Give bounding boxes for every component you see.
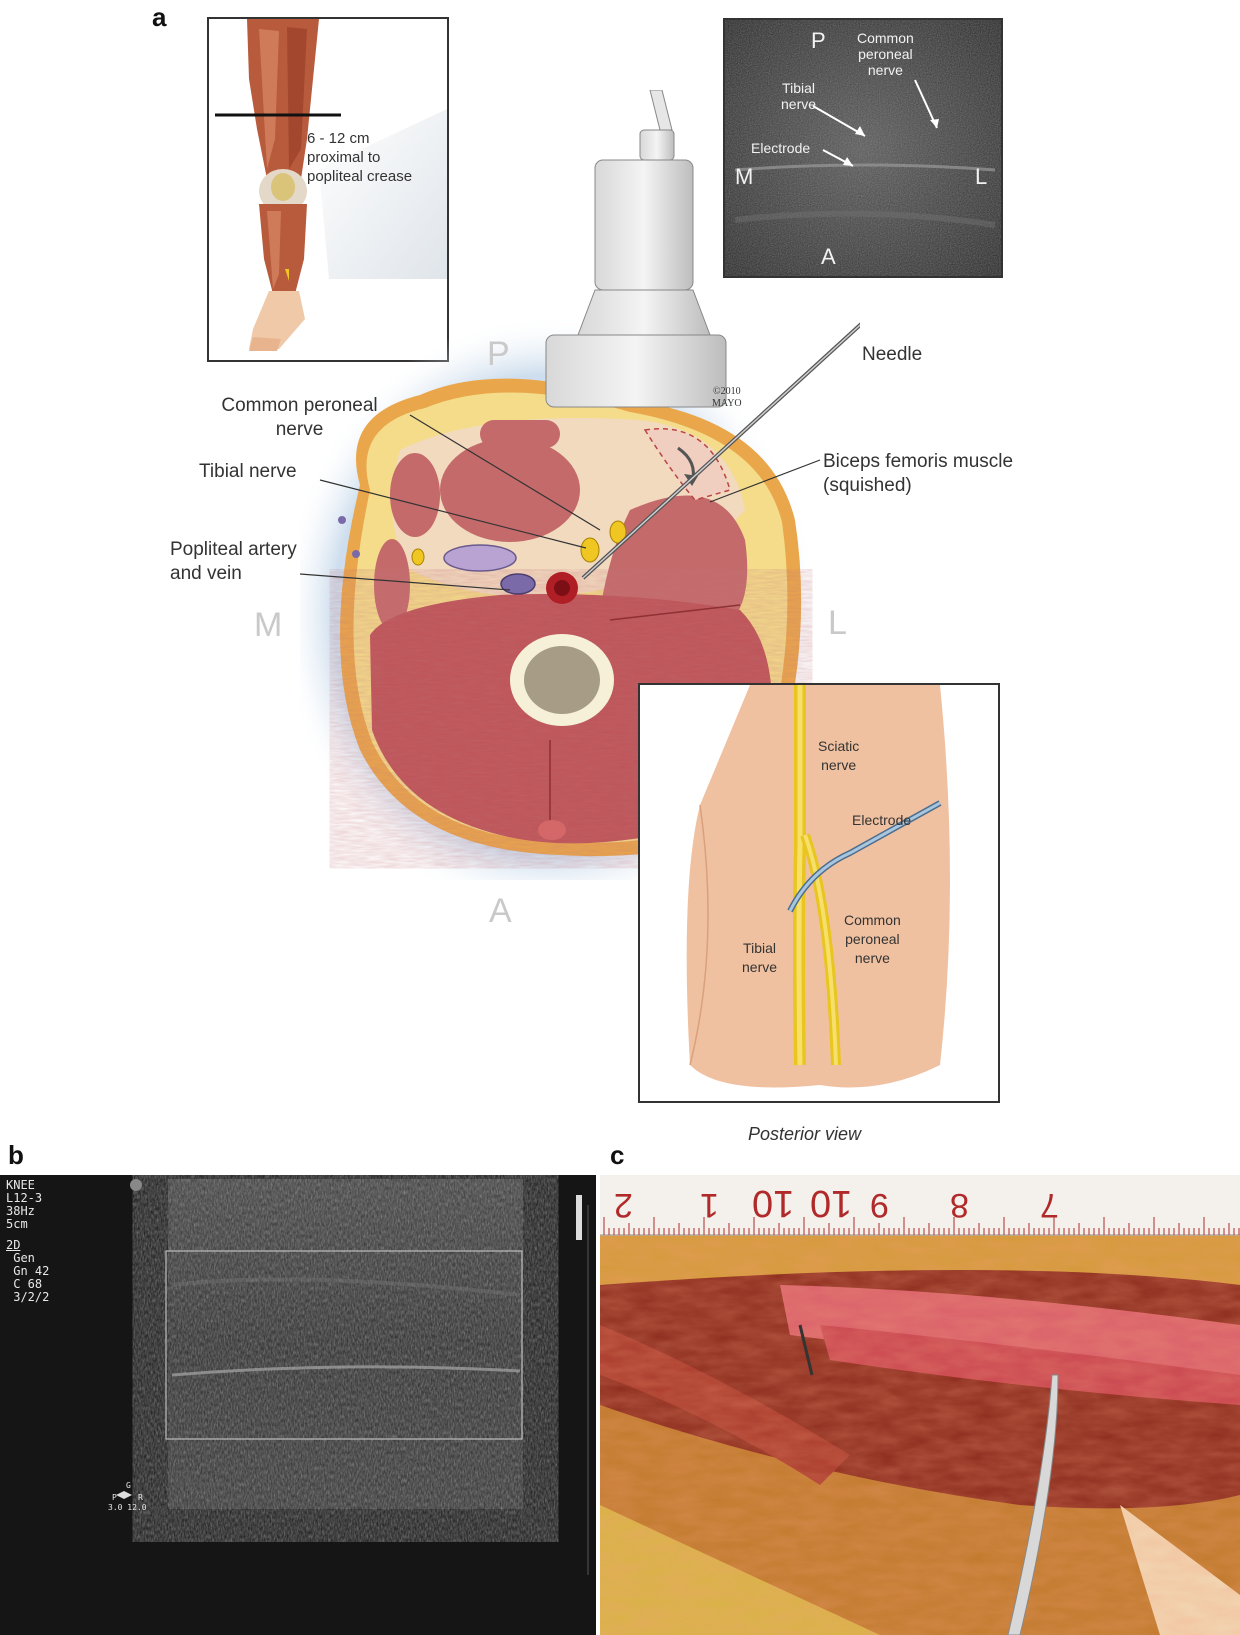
ruler-number: 10 xyxy=(810,1181,852,1224)
us-b-info-line: 5cm xyxy=(6,1218,49,1231)
dissection-photo-image xyxy=(600,1175,1240,1635)
orientation-m: M xyxy=(254,606,282,645)
posterior-label-common-peroneal: Common peroneal nerve xyxy=(844,911,901,968)
ultrasound-b-image xyxy=(0,1175,596,1635)
dissection-photo-c: 2 1 10 10 9 8 7 xyxy=(600,1175,1240,1635)
us-b-probe-g: G xyxy=(126,1479,131,1492)
posterior-view-caption: Posterior view xyxy=(748,1124,861,1145)
posterior-label-tibial: Tibial nerve xyxy=(742,939,777,977)
panel-letter-c: c xyxy=(610,1140,624,1171)
ultrasound-b-info: KNEE L12-3 38Hz 5cm 2D Gen Gn 42 C 68 3/… xyxy=(6,1179,49,1304)
ruler-number: 1 xyxy=(700,1185,719,1224)
orientation-l: L xyxy=(828,604,847,643)
label-popliteal-artery-vein: Popliteal artery and vein xyxy=(170,538,297,586)
us-inset-label-l: L xyxy=(975,164,987,190)
copyright-label: ©2010 MAYO xyxy=(712,386,742,410)
panel-letter-a: a xyxy=(152,2,166,33)
label-tibial-nerve: Tibial nerve xyxy=(199,460,297,484)
ultrasound-panel-b: KNEE L12-3 38Hz 5cm 2D Gen Gn 42 C 68 3/… xyxy=(0,1175,596,1635)
us-b-probe-values: 3.0 12.0 xyxy=(108,1501,147,1514)
ruler-number: 9 xyxy=(870,1185,889,1224)
orientation-p: P xyxy=(487,335,510,374)
posterior-view-inset: Sciatic nerve Electrode Common peroneal … xyxy=(638,683,1000,1103)
us-inset-label-common-peroneal: Common peroneal nerve xyxy=(857,30,914,78)
us-inset-label-p: P xyxy=(811,28,826,54)
orientation-a: A xyxy=(489,892,512,931)
ruler-number: 2 xyxy=(614,1185,633,1224)
ruler-number: 8 xyxy=(950,1185,969,1224)
posterior-label-electrode: Electrode xyxy=(852,811,911,830)
posterior-label-sciatic: Sciatic nerve xyxy=(818,737,859,775)
label-needle: Needle xyxy=(862,343,922,367)
ruler-number: 10 xyxy=(752,1181,794,1224)
ruler-number: 7 xyxy=(1040,1185,1059,1224)
label-biceps-femoris: Biceps femoris muscle (squished) xyxy=(823,450,1013,498)
label-common-peroneal-nerve: Common peroneal nerve xyxy=(212,394,387,442)
ruler xyxy=(600,1175,1240,1235)
panel-letter-b: b xyxy=(8,1140,24,1171)
us-b-info-line: 3/2/2 xyxy=(6,1291,49,1304)
